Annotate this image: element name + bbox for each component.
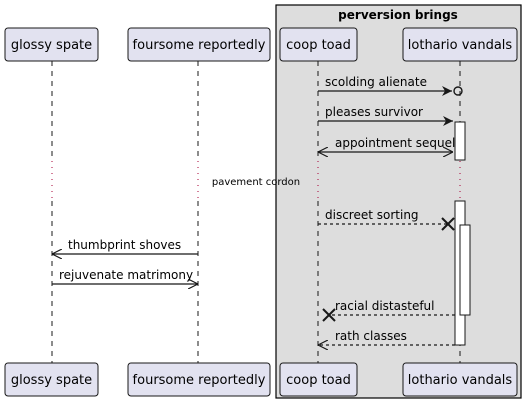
message-label: rejuvenate matrimony [59,268,193,282]
message-label: thumbprint shoves [68,238,181,252]
participant-label: foursome reportedly [133,373,266,388]
participant-coop-toad: coop toad [279,27,358,62]
divider-gap [50,161,462,200]
lifeline-gap-cover [196,161,200,200]
group-box: perversion brings [275,4,522,399]
message-label: pleases survivor [325,105,423,119]
participant-foursome-reportedly: foursome reportedly [127,362,271,397]
participant-label: lothario vandals [408,373,513,388]
message-label: discreet sorting [325,208,419,222]
participants-top: glossy spate foursome reportedly coop to… [4,27,518,62]
cross-head [322,308,336,322]
participant-label: coop toad [286,373,351,388]
participant-label: glossy spate [11,373,92,388]
participant-glossy-spate: glossy spate [4,362,99,397]
cross-head [441,217,455,231]
messages: scolding alienate pleases survivor appoi… [52,75,463,345]
activation-bar-nested [459,224,471,316]
open-circle-head [453,86,463,96]
activations [454,121,471,346]
group-title: perversion brings [338,8,458,22]
participant-glossy-spate: glossy spate [4,27,99,62]
message-label: scolding alienate [325,75,427,89]
participants-bottom: glossy spate foursome reportedly coop to… [4,362,518,397]
lifeline-gap-cover [458,161,462,200]
participant-foursome-reportedly: foursome reportedly [127,27,271,62]
divider-label: pavement cordon [212,177,300,188]
participant-label: foursome reportedly [133,38,266,53]
message-label: appointment sequel [335,136,455,150]
participant-label: lothario vandals [408,38,513,53]
participant-label: coop toad [286,38,351,53]
lifeline-gap-cover [50,161,54,200]
message-label: racial distasteful [335,299,435,313]
participant-label: glossy spate [11,38,92,53]
participant-lothario-vandals: lothario vandals [402,362,518,397]
participant-lothario-vandals: lothario vandals [402,27,518,62]
lifeline-gap-cover [316,161,320,200]
group-background [275,4,522,399]
participant-coop-toad: coop toad [279,362,358,397]
activation-bar [454,121,466,161]
message-label: rath classes [335,329,407,343]
